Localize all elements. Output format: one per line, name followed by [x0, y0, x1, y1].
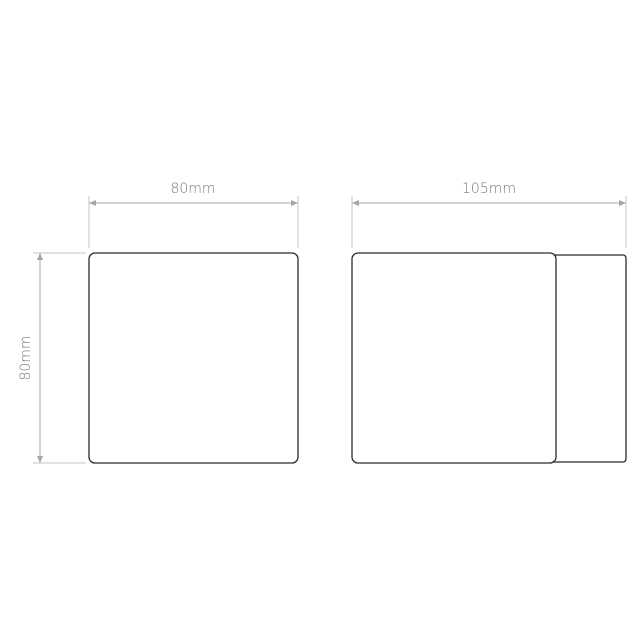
side-depth-arrow-left: [352, 200, 359, 206]
side-view: 105mm: [351, 181, 627, 464]
front-height-label: 80mm: [18, 335, 34, 380]
side-depth-label: 105mm: [462, 181, 516, 197]
side-view-backplate-outline: [548, 254, 627, 463]
front-width-arrow-right: [291, 200, 298, 206]
front-width-label: 80mm: [170, 181, 215, 197]
front-height-arrow-bottom: [37, 456, 43, 463]
front-view-outline: [88, 252, 299, 464]
front-height-arrow-top: [37, 253, 43, 260]
side-view-body-outline: [351, 252, 557, 464]
front-width-arrow-left: [89, 200, 96, 206]
side-depth-arrow-right: [619, 200, 626, 206]
front-view: 80mm 80mm: [18, 181, 299, 464]
